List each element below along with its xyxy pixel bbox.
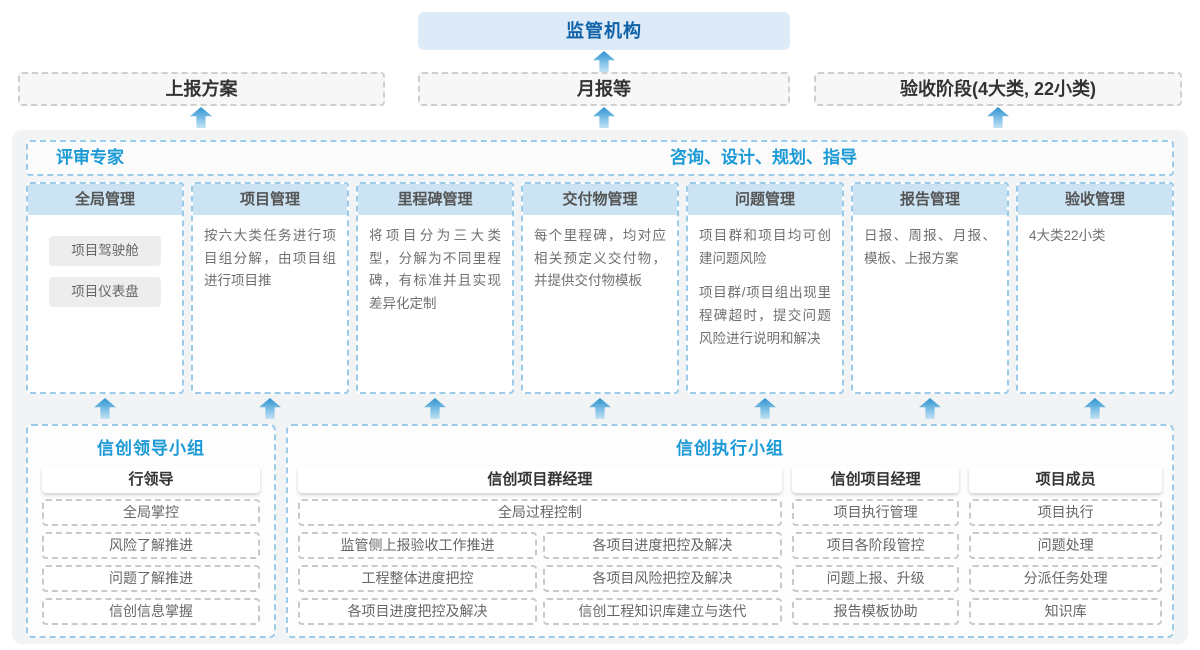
task-item: 报告模板协助 xyxy=(791,598,960,625)
column-title: 验收管理 xyxy=(1018,184,1172,215)
report-node-plan: 上报方案 xyxy=(18,72,385,106)
paragraph: 每个里程碑，均对应相关预定义交付物，并提供交付物模板 xyxy=(534,228,666,289)
column-title: 报告管理 xyxy=(853,184,1007,215)
arrow-up-icon xyxy=(1084,398,1106,419)
task-item: 全局过程控制 xyxy=(298,499,782,526)
column-milestone-mgmt: 里程碑管理 将项目分为三大类型，分解为不同里程碑，有标准并且实现差异化定制 xyxy=(356,182,514,394)
column-project-mgmt: 项目管理 按六大类任务进行项目组分解，由项目组进行项目推 xyxy=(191,182,349,394)
task-item: 问题了解推进 xyxy=(42,565,260,592)
column-title: 交付物管理 xyxy=(523,184,677,215)
program-manager-column: 信创项目群经理 全局过程控制 监管侧上报验收工作推进 各项目进度把控及解决 工程… xyxy=(298,466,782,625)
task-item: 项目执行管理 xyxy=(791,499,960,526)
column-issue-mgmt: 问题管理 项目群和项目均可创建问题风险 项目群/项目组出现里程碑超时，提交问题风… xyxy=(686,182,844,394)
column-body: 项目驾驶舱 项目仪表盘 xyxy=(28,215,182,317)
bottom-groups: 信创领导小组 行领导 全局掌控 风险了解推进 问题了解推进 信创信息掌握 信创执… xyxy=(26,424,1174,638)
member-column: 项目成员 项目执行 问题处理 分派任务处理 知识库 xyxy=(969,466,1162,625)
task-item: 信创信息掌握 xyxy=(42,598,260,625)
leader-group-title: 信创领导小组 xyxy=(97,439,205,458)
column-body: 将项目分为三大类型，分解为不同里程碑，有标准并且实现差异化定制 xyxy=(358,215,512,326)
task-item: 知识库 xyxy=(969,598,1162,625)
chip-project-dashboard: 项目仪表盘 xyxy=(48,277,162,307)
paragraph: 日报、周报、月报、模板、上报方案 xyxy=(864,228,996,266)
management-panel: 评审专家 咨询、设计、规划、指导 全局管理 项目驾驶舱 项目仪表盘 项目管理 按… xyxy=(12,130,1188,644)
chip-project-cockpit: 项目驾驶舱 xyxy=(48,236,162,266)
regulator-node: 监管机构 xyxy=(418,12,790,50)
column-acceptance-mgmt: 验收管理 4大类22小类 xyxy=(1016,182,1174,394)
column-body: 每个里程碑，均对应相关预定义交付物，并提供交付物模板 xyxy=(523,215,677,303)
column-title: 全局管理 xyxy=(28,184,182,215)
paragraph: 按六大类任务进行项目组分解，由项目组进行项目推 xyxy=(204,228,336,289)
arrow-up-icon xyxy=(190,107,212,128)
arrows-to-columns xyxy=(26,395,1174,422)
role-program-manager: 信创项目群经理 xyxy=(298,466,782,493)
advisory-label: 咨询、设计、规划、指导 xyxy=(670,148,857,167)
task-item: 监管侧上报验收工作推进 xyxy=(298,532,537,559)
task-item: 问题上报、升级 xyxy=(791,565,960,592)
task-item: 各项目进度把控及解决 xyxy=(298,598,537,625)
column-title: 问题管理 xyxy=(688,184,842,215)
paragraph: 项目群和项目均可创建问题风险 xyxy=(699,228,831,266)
arrow-up-icon xyxy=(589,398,611,419)
task-item: 项目各阶段管控 xyxy=(791,532,960,559)
column-title: 里程碑管理 xyxy=(358,184,512,215)
task-item: 分派任务处理 xyxy=(969,565,1162,592)
column-body: 按六大类任务进行项目组分解，由项目组进行项目推 xyxy=(193,215,347,303)
arrow-up-icon xyxy=(593,51,615,72)
task-item: 项目执行 xyxy=(969,499,1162,526)
task-item: 全局掌控 xyxy=(42,499,260,526)
role-bank-leader: 行领导 xyxy=(42,466,260,493)
module-columns: 全局管理 项目驾驶舱 项目仪表盘 项目管理 按六大类任务进行项目组分解，由项目组… xyxy=(26,182,1174,394)
column-body: 日报、周报、月报、模板、上报方案 xyxy=(853,215,1007,280)
paragraph: 4大类22小类 xyxy=(1029,228,1106,243)
task-item: 各项目进度把控及解决 xyxy=(542,532,782,559)
role-member: 项目成员 xyxy=(969,466,1162,493)
project-manager-column: 信创项目经理 项目执行管理 项目各阶段管控 问题上报、升级 报告模板协助 xyxy=(791,466,960,625)
arrow-up-icon xyxy=(919,398,941,419)
role-project-manager: 信创项目经理 xyxy=(791,466,960,493)
column-body: 项目群和项目均可创建问题风险 项目群/项目组出现里程碑超时，提交问题风险进行说明… xyxy=(688,215,842,360)
expert-label: 评审专家 xyxy=(56,148,124,167)
column-deliverable-mgmt: 交付物管理 每个里程碑，均对应相关预定义交付物，并提供交付物模板 xyxy=(521,182,679,394)
task-item: 风险了解推进 xyxy=(42,532,260,559)
arrow-up-icon xyxy=(259,398,281,419)
program-manager-task-grid: 监管侧上报验收工作推进 各项目进度把控及解决 工程整体进度把控 各项目风险把控及… xyxy=(298,532,782,625)
task-item: 信创工程知识库建立与迭代 xyxy=(542,598,782,625)
column-body: 4大类22小类 xyxy=(1018,215,1172,258)
arrow-up-icon xyxy=(987,107,1009,128)
arrow-up-icon xyxy=(593,107,615,128)
arrow-up-icon xyxy=(424,398,446,419)
column-report-mgmt: 报告管理 日报、周报、月报、模板、上报方案 xyxy=(851,182,1009,394)
report-node-monthly: 月报等 xyxy=(418,72,790,106)
paragraph: 项目群/项目组出现里程碑超时，提交问题风险进行说明和解决 xyxy=(699,285,831,346)
exec-group-title: 信创执行小组 xyxy=(676,439,784,458)
column-title: 项目管理 xyxy=(193,184,347,215)
leader-group: 信创领导小组 行领导 全局掌控 风险了解推进 问题了解推进 信创信息掌握 xyxy=(26,424,276,638)
task-item: 工程整体进度把控 xyxy=(298,565,537,592)
task-item: 问题处理 xyxy=(969,532,1162,559)
report-node-acceptance: 验收阶段(4大类, 22小类) xyxy=(814,72,1182,106)
arrow-up-icon xyxy=(94,398,116,419)
exec-group: 信创执行小组 信创项目群经理 全局过程控制 监管侧上报验收工作推进 各项目进度把… xyxy=(286,424,1174,638)
advisory-band: 评审专家 咨询、设计、规划、指导 xyxy=(26,140,1174,176)
task-item: 各项目风险把控及解决 xyxy=(542,565,782,592)
column-global-mgmt: 全局管理 项目驾驶舱 项目仪表盘 xyxy=(26,182,184,394)
paragraph: 将项目分为三大类型，分解为不同里程碑，有标准并且实现差异化定制 xyxy=(369,228,501,312)
arrow-up-icon xyxy=(754,398,776,419)
